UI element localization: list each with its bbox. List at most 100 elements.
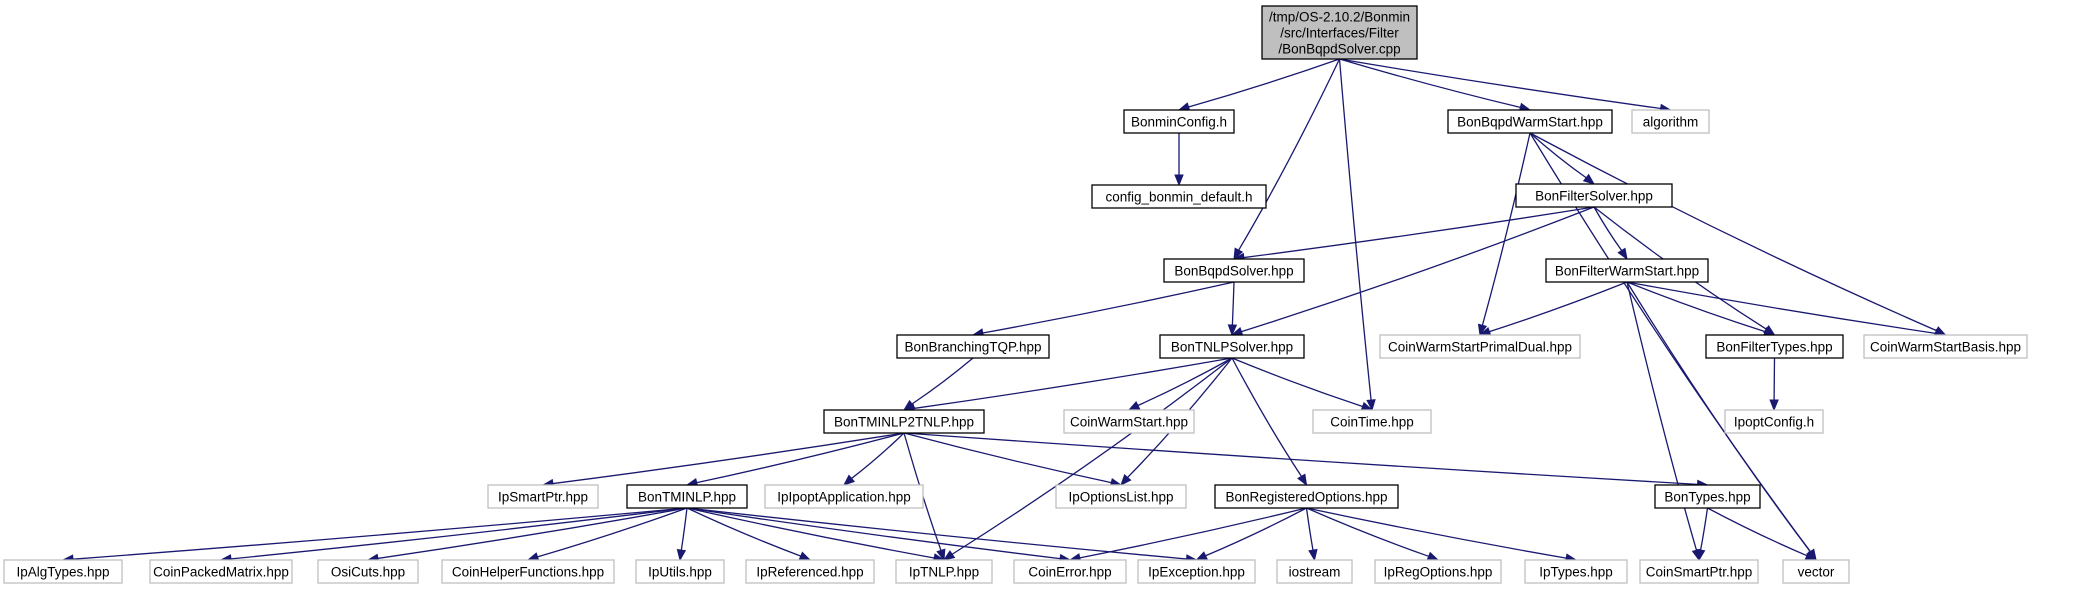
node-bontypes[interactable]: BonTypes.hpp bbox=[1654, 484, 1761, 509]
node-vector: vector bbox=[1782, 559, 1850, 584]
edge-tminlp-to-ipreferenced bbox=[686, 507, 802, 557]
node-filtertypes[interactable]: BonFilterTypes.hpp bbox=[1705, 334, 1844, 359]
node-label: IpRegOptions.hpp bbox=[1384, 565, 1493, 580]
edge-tnlpsolver-to-regoptions bbox=[1231, 357, 1302, 477]
node-iptnlp: IpTNLP.hpp bbox=[895, 559, 993, 584]
node-label: IpException.hpp bbox=[1148, 565, 1245, 580]
edge-root-to-bonminconfig bbox=[1188, 58, 1340, 108]
node-box bbox=[745, 559, 875, 584]
node-box bbox=[626, 484, 748, 509]
node-box bbox=[1724, 409, 1824, 434]
node-bqpdsolver[interactable]: BonBqpdSolver.hpp bbox=[1163, 258, 1305, 283]
node-osicuts: OsiCuts.hpp bbox=[317, 559, 419, 584]
node-box bbox=[1515, 183, 1673, 208]
node-filtersolver[interactable]: BonFilterSolver.hpp bbox=[1515, 183, 1673, 208]
node-cointime: CoinTime.hpp bbox=[1312, 409, 1432, 434]
node-label: /BonBqpdSolver.cpp bbox=[1278, 42, 1400, 57]
node-bqpdwarm[interactable]: BonBqpdWarmStart.hpp bbox=[1447, 109, 1613, 134]
node-box bbox=[1214, 484, 1399, 509]
arrowhead-tnlpsolver-to-coinwarmstart bbox=[1127, 401, 1141, 411]
node-label: BonBqpdSolver.hpp bbox=[1174, 264, 1293, 279]
arrowhead-filtersolver-to-filterwarm bbox=[1617, 247, 1628, 261]
arrowhead-bqpdwarm-to-filtersolver bbox=[1582, 173, 1596, 185]
edge-filtersolver-to-filterwarm bbox=[1593, 206, 1623, 251]
arrowhead-bontypes-to-coinsmartptr bbox=[1696, 548, 1706, 562]
node-label: CoinHelperFunctions.hpp bbox=[452, 565, 604, 580]
edge-root-to-bqpdsolver bbox=[1238, 58, 1341, 251]
node-iputils: IpUtils.hpp bbox=[635, 559, 725, 584]
arrowhead-bonminconfig-to-configdefault bbox=[1174, 174, 1184, 187]
edge-branchingtqp-to-tminlp2tnlp bbox=[911, 357, 974, 405]
node-box bbox=[1261, 5, 1418, 60]
arrowhead-tnlpsolver-to-iptnlp bbox=[942, 550, 956, 561]
edge-filterwarm-to-vector bbox=[1626, 281, 1811, 553]
node-regoptions[interactable]: BonRegisteredOptions.hpp bbox=[1214, 484, 1399, 509]
edge-tminlp2tnlp-to-ipsmartptr bbox=[552, 432, 905, 485]
node-branchingtqp[interactable]: BonBranchingTQP.hpp bbox=[896, 334, 1050, 359]
node-ipreferenced: IpReferenced.hpp bbox=[745, 559, 875, 584]
node-iptypes: IpTypes.hpp bbox=[1524, 559, 1628, 584]
edge-tminlp-to-coinhelper bbox=[537, 507, 688, 558]
node-label: IpSmartPtr.hpp bbox=[498, 490, 588, 505]
node-box bbox=[1379, 334, 1581, 359]
node-box bbox=[1631, 109, 1710, 134]
node-configdefault[interactable]: config_bonmin_default.h bbox=[1091, 184, 1267, 209]
node-cwsbasis: CoinWarmStartBasis.hpp bbox=[1863, 334, 2028, 359]
node-label: CoinSmartPtr.hpp bbox=[1646, 565, 1753, 580]
node-label: BonTMINLP2TNLP.hpp bbox=[834, 415, 974, 430]
node-bonminconfig[interactable]: BonminConfig.h bbox=[1123, 109, 1235, 134]
node-box bbox=[149, 559, 293, 584]
node-box bbox=[1091, 184, 1267, 209]
edge-tminlp2tnlp-to-optionslist bbox=[903, 432, 1112, 484]
node-filterwarm[interactable]: BonFilterWarmStart.hpp bbox=[1545, 258, 1709, 283]
node-label: BonTNLPSolver.hpp bbox=[1171, 340, 1293, 355]
node-box bbox=[764, 484, 924, 509]
node-box bbox=[1276, 559, 1353, 584]
edge-tminlp-to-iptnlp bbox=[686, 507, 935, 559]
node-label: CoinWarmStartBasis.hpp bbox=[1870, 340, 2021, 355]
arrowhead-tnlpsolver-to-optionslist bbox=[1120, 473, 1132, 487]
edge-regoptions-to-iptypes bbox=[1306, 507, 1567, 559]
node-label: IpUtils.hpp bbox=[648, 565, 712, 580]
edge-regoptions-to-ipregoptions bbox=[1306, 507, 1429, 557]
node-ipsmartptr: IpSmartPtr.hpp bbox=[487, 484, 599, 509]
node-iostream: iostream bbox=[1276, 559, 1353, 584]
arrowhead-tminlp2tnlp-to-iptnlp bbox=[936, 548, 946, 562]
node-tnlpsolver[interactable]: BonTNLPSolver.hpp bbox=[1159, 334, 1305, 359]
edge-bontypes-to-coinsmartptr bbox=[1699, 507, 1709, 551]
edge-bqpdwarm-to-filtersolver bbox=[1529, 132, 1587, 179]
node-label: BonRegisteredOptions.hpp bbox=[1225, 490, 1387, 505]
node-label: IpIpoptApplication.hpp bbox=[777, 490, 911, 505]
node-box bbox=[1159, 334, 1305, 359]
node-box bbox=[1374, 559, 1502, 584]
node-coinwarmstart: CoinWarmStart.hpp bbox=[1063, 409, 1195, 434]
node-label: vector bbox=[1798, 565, 1835, 580]
edge-bqpdsolver-to-branchingtqp bbox=[982, 281, 1235, 334]
node-layer: /tmp/OS-2.10.2/Bonmin/src/Interfaces/Fil… bbox=[3, 5, 2028, 584]
node-label: IpTypes.hpp bbox=[1539, 565, 1613, 580]
edge-tminlp2tnlp-to-bontypes bbox=[903, 432, 1698, 486]
node-label: CoinError.hpp bbox=[1028, 565, 1111, 580]
edge-root-to-cointime bbox=[1338, 58, 1372, 401]
edge-filtersolver-to-bqpdsolver bbox=[1243, 206, 1595, 259]
edge-regoptions-to-ipexception bbox=[1205, 507, 1307, 557]
node-box bbox=[823, 409, 985, 434]
edge-filterwarm-to-coinsmartptr bbox=[1626, 281, 1698, 551]
node-root[interactable]: /tmp/OS-2.10.2/Bonmin/src/Interfaces/Fil… bbox=[1261, 5, 1418, 60]
node-tminlp[interactable]: BonTMINLP.hpp bbox=[626, 484, 748, 509]
edge-bqpdwarm-to-cwsbasis bbox=[1529, 132, 1937, 332]
node-box bbox=[1163, 258, 1305, 283]
node-box bbox=[1055, 484, 1187, 509]
node-tminlp2tnlp[interactable]: BonTMINLP2TNLP.hpp bbox=[823, 409, 985, 434]
arrowhead-tnlpsolver-to-regoptions bbox=[1297, 473, 1308, 487]
node-box bbox=[1639, 559, 1759, 584]
node-box bbox=[1782, 559, 1850, 584]
node-label: BonminConfig.h bbox=[1131, 115, 1227, 130]
node-label: IpOptionsList.hpp bbox=[1068, 490, 1173, 505]
node-box bbox=[1013, 559, 1127, 584]
edge-tminlp-to-coinpacked bbox=[230, 507, 688, 560]
node-box bbox=[3, 559, 123, 584]
node-algorithm: algorithm bbox=[1631, 109, 1710, 134]
edge-bontypes-to-vector bbox=[1707, 507, 1808, 557]
node-box bbox=[487, 484, 599, 509]
